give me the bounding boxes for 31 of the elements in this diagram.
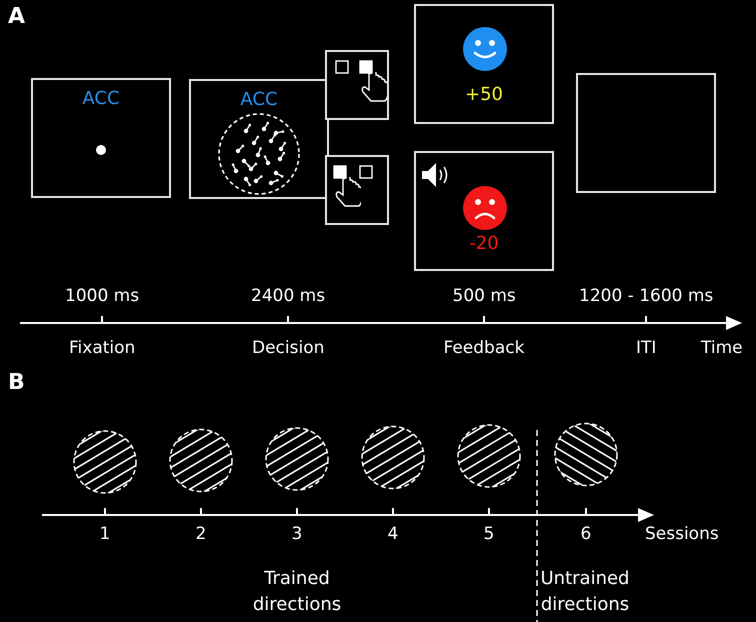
duration-label: 1200 - 1600 ms xyxy=(579,286,714,306)
duration-label: 2400 ms xyxy=(251,286,326,306)
axis-title: Time xyxy=(701,338,743,358)
duration-label: 1000 ms xyxy=(65,286,140,306)
cue-text: ACC xyxy=(81,88,121,109)
axis-title: Sessions xyxy=(645,524,719,544)
panel-letter: A xyxy=(8,4,26,29)
fixation-screen xyxy=(31,78,171,198)
group-label: Trained directions xyxy=(252,567,342,617)
tick-label: 1 xyxy=(100,524,110,544)
tick-label: 3 xyxy=(292,524,302,544)
phase-label: Feedback xyxy=(444,338,524,358)
group-label: Untrained directions xyxy=(540,567,630,617)
reward-text: +50 xyxy=(464,84,504,105)
phase-label: Decision xyxy=(252,338,324,358)
connector-line xyxy=(327,120,329,155)
phase-label: Fixation xyxy=(69,338,136,358)
blank-screen xyxy=(576,73,716,193)
cue-text: ACC xyxy=(239,89,279,110)
panel-letter: B xyxy=(8,370,25,395)
response-panel xyxy=(325,50,389,120)
tick-label: 4 xyxy=(388,524,398,544)
tick-label: 6 xyxy=(580,524,592,544)
tick-label: 5 xyxy=(484,524,494,544)
penalty-text: -20 xyxy=(468,233,500,254)
phase-label: ITI xyxy=(636,338,656,358)
duration-label: 500 ms xyxy=(452,286,516,306)
response-panel xyxy=(325,155,389,225)
feedback-screen xyxy=(414,4,554,124)
tick-label: 2 xyxy=(196,524,206,544)
feedback-screen xyxy=(414,151,554,271)
